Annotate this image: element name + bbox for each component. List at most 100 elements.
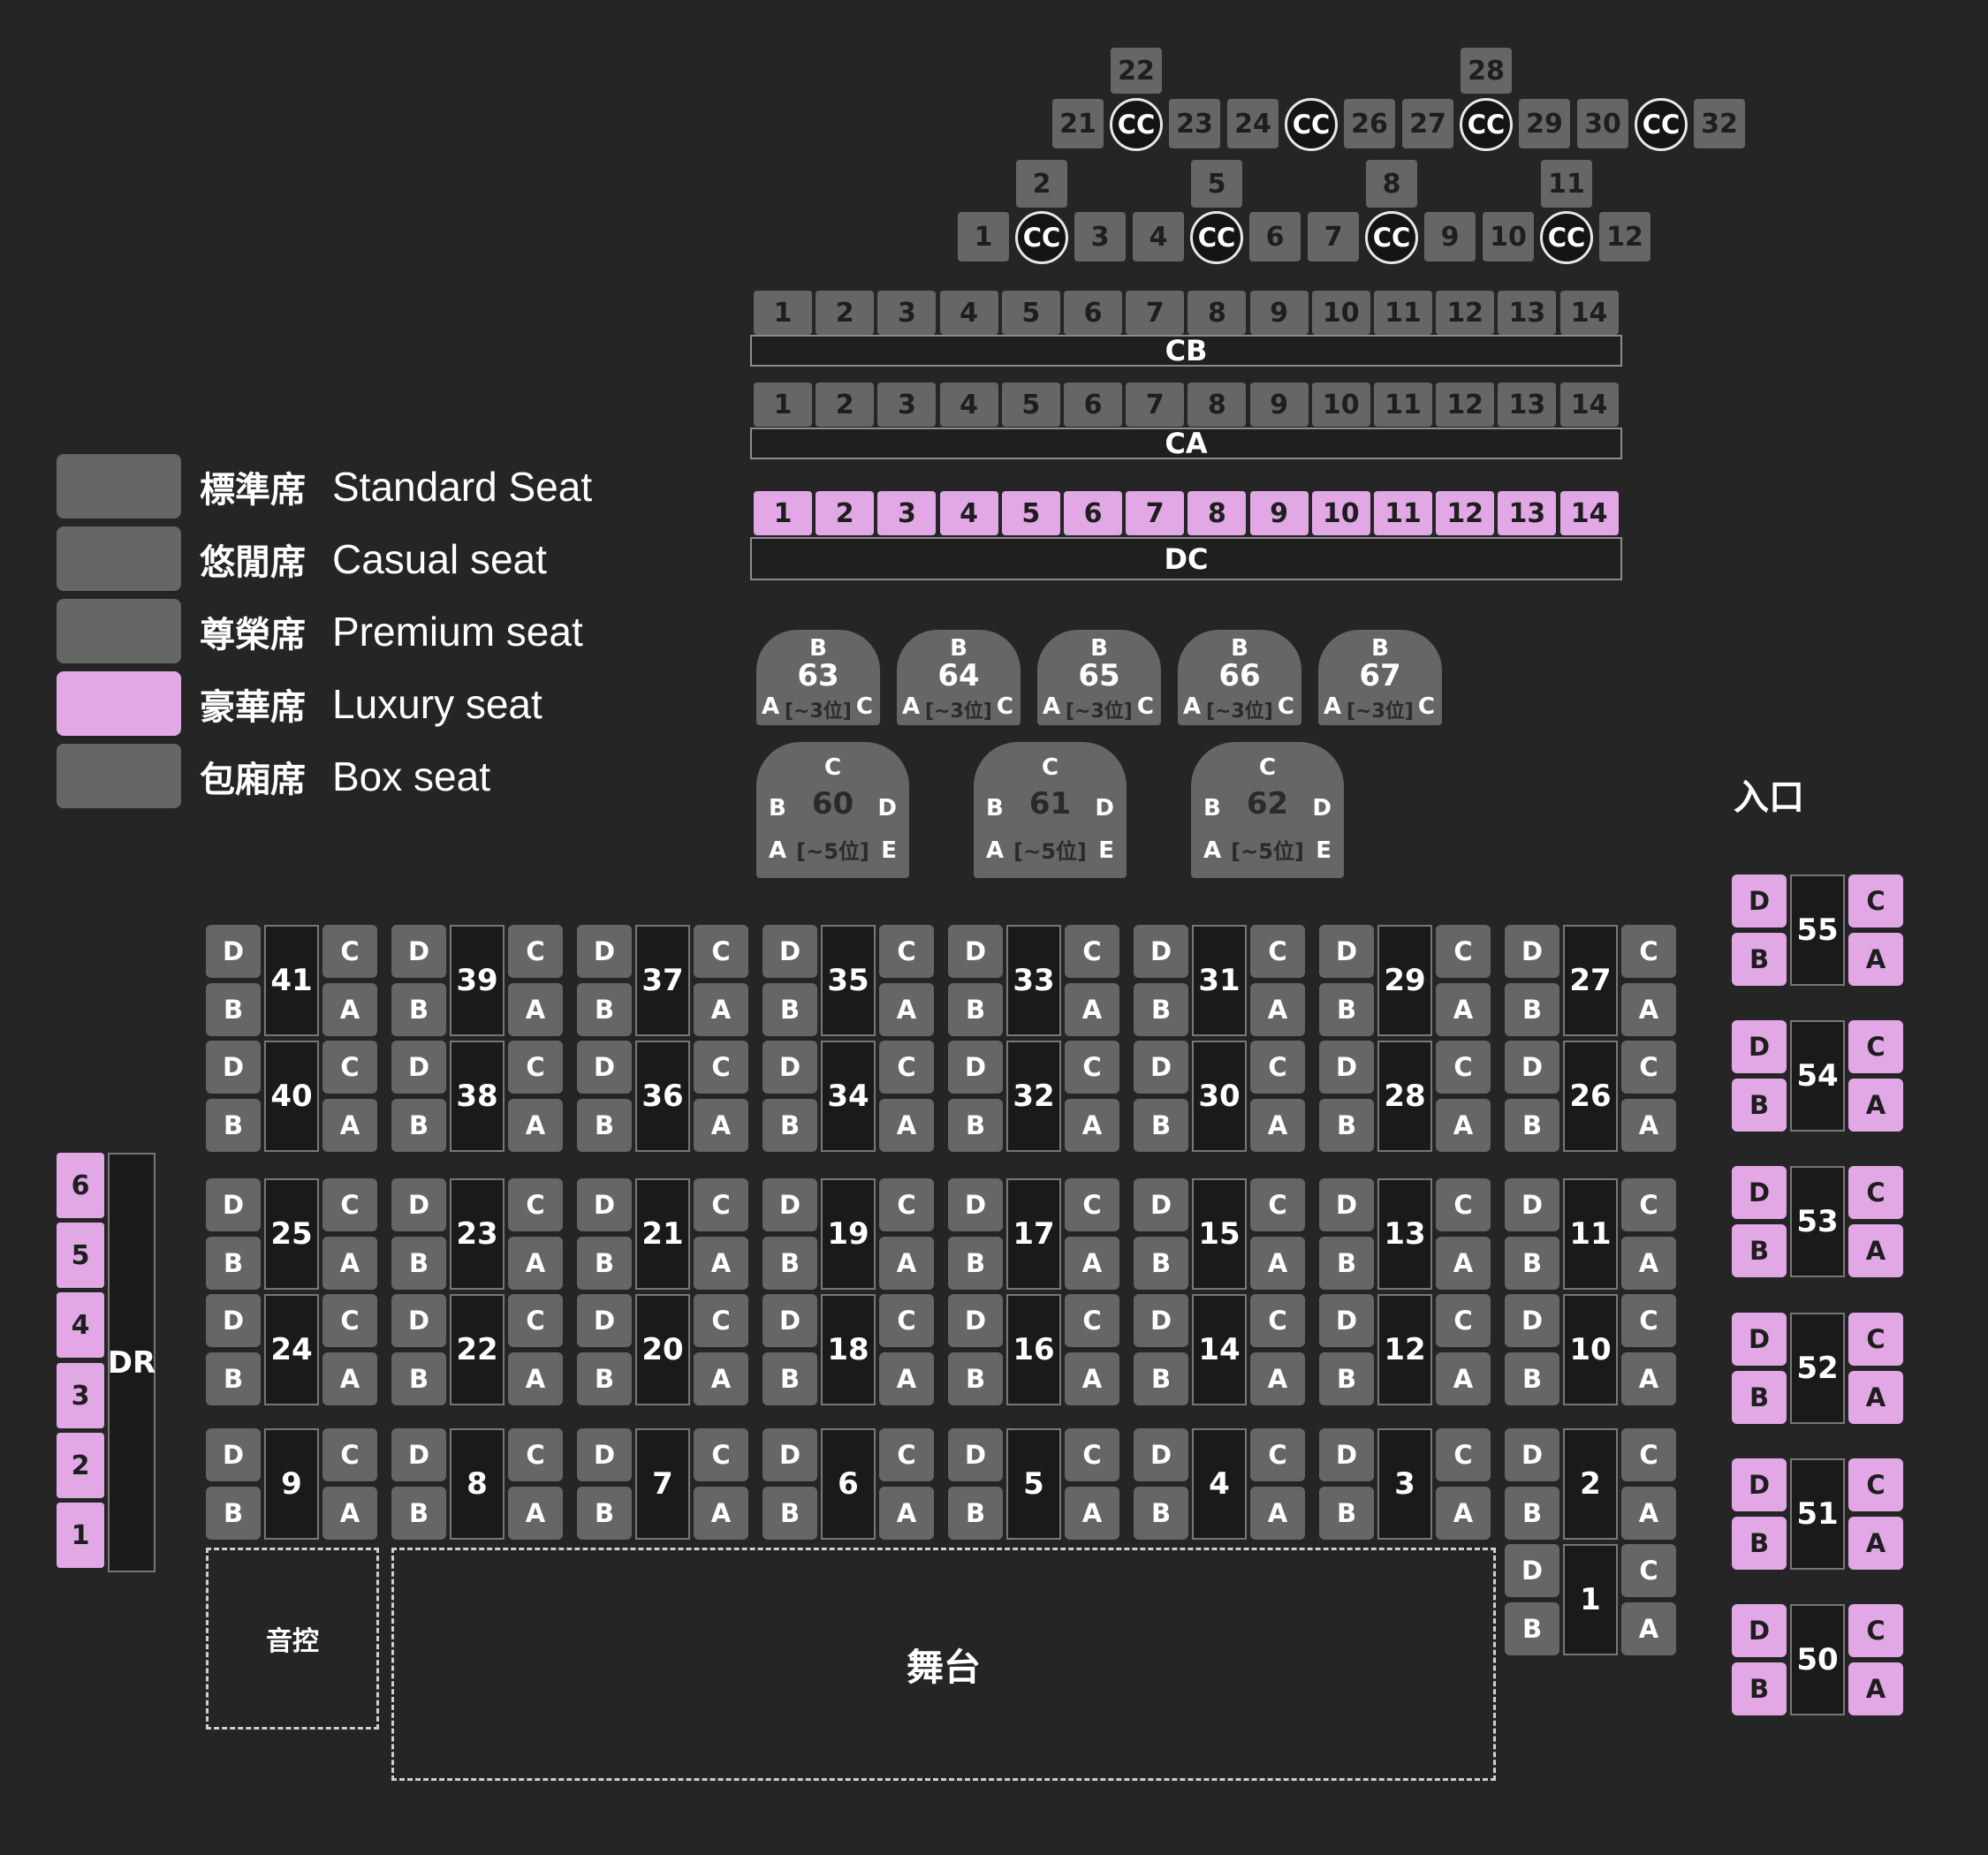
cc-seat-upper[interactable]: CC [1460,98,1513,151]
seat-d[interactable]: D [948,1428,1003,1481]
seat-a[interactable]: A [1621,983,1676,1036]
table[interactable]: 2 [1563,1428,1618,1540]
table[interactable]: 6 [821,1428,876,1540]
counter-seat-ca[interactable]: 3 [877,382,937,427]
table[interactable]: 31 [1192,925,1247,1036]
seat-c[interactable]: C [1848,1458,1903,1511]
seat-d[interactable]: D [577,1041,632,1094]
seat-a[interactable]: A [694,1352,748,1405]
table[interactable]: 18 [821,1294,876,1405]
seat-d[interactable]: D [1134,1294,1188,1347]
seat-b[interactable]: B [1319,1352,1374,1405]
counter-seat-dc[interactable]: 11 [1374,491,1432,535]
balcony-lower-seat[interactable]: 3 [1074,212,1126,261]
seat-c[interactable]: C [879,1294,934,1347]
table[interactable]: 55 [1790,874,1845,986]
seat-b[interactable]: B [577,983,632,1036]
seat-b[interactable]: B [763,1237,817,1290]
counter-seat-cb[interactable]: 10 [1311,291,1370,335]
seat-b[interactable]: B [206,1352,261,1405]
cc-seat-lower[interactable]: CC [1365,211,1418,264]
seat-d[interactable]: D [1732,1020,1787,1073]
seat-d[interactable]: D [577,1178,632,1231]
seat-b[interactable]: B [763,1352,817,1405]
seat-a[interactable]: A [1436,1099,1491,1152]
table[interactable]: 53 [1790,1166,1845,1277]
seat-c[interactable]: C [1436,925,1491,978]
seat-a[interactable]: A [1436,1487,1491,1540]
balcony-upper-seat[interactable]: 32 [1694,99,1745,148]
seat-b[interactable]: B [391,1352,446,1405]
seat-c[interactable]: C [508,1041,563,1094]
counter-seat-dc[interactable]: 7 [1126,491,1185,535]
seat-a[interactable]: A [508,1487,563,1540]
seat-c[interactable]: C [694,925,748,978]
seat-a[interactable]: A [879,1099,934,1152]
seat-a[interactable]: A [1250,1237,1305,1290]
seat-b[interactable]: B [948,1237,1003,1290]
seat-a[interactable]: A [1250,1487,1305,1540]
seat-c[interactable]: C [322,925,377,978]
seat-c[interactable]: C [1621,1428,1676,1481]
counter-seat-ca[interactable]: 2 [816,382,875,427]
table[interactable]: 54 [1790,1020,1845,1132]
seat-a[interactable]: A [1436,1237,1491,1290]
seat-b[interactable]: B [1505,983,1559,1036]
seat-c[interactable]: C [1065,1178,1119,1231]
balcony-lower-top-seat[interactable]: 11 [1541,160,1592,208]
counter-seat-ca[interactable]: 9 [1249,382,1309,427]
seat-b[interactable]: B [1505,1487,1559,1540]
balcony-lower-top-seat[interactable]: 2 [1016,160,1067,208]
seat-d[interactable]: D [1505,1178,1559,1231]
seat-c[interactable]: C [322,1041,377,1094]
seat-d[interactable]: D [1732,1313,1787,1366]
seat-b[interactable]: B [1732,933,1787,986]
seat-a[interactable]: A [1065,1099,1119,1152]
seat-a[interactable]: A [508,1352,563,1405]
seat-d[interactable]: D [1134,1041,1188,1094]
counter-seat-cb[interactable]: 1 [754,291,812,335]
seat-c[interactable]: C [508,1294,563,1347]
table[interactable]: 37 [635,925,690,1036]
seat-c[interactable]: C [1621,1294,1676,1347]
dr-table[interactable]: DR [108,1153,156,1572]
seat-b[interactable]: B [1732,1079,1787,1132]
seat-b[interactable]: B [577,1099,632,1152]
dr-seat[interactable]: 2 [57,1433,104,1498]
seat-d[interactable]: D [577,925,632,978]
table[interactable]: 11 [1563,1178,1618,1290]
seat-b[interactable]: B [206,1237,261,1290]
seat-b[interactable]: B [763,1099,817,1152]
seat-c[interactable]: C [1848,1604,1903,1657]
seat-d[interactable]: D [1134,925,1188,978]
seat-a[interactable]: A [1621,1487,1676,1540]
seat-c[interactable]: C [1065,1041,1119,1094]
seat-c[interactable]: C [1436,1294,1491,1347]
table[interactable]: 27 [1563,925,1618,1036]
seat-a[interactable]: A [322,1099,377,1152]
cc-seat-upper[interactable]: CC [1635,98,1688,151]
table[interactable]: 41 [264,925,319,1036]
counter-seat-dc[interactable]: 10 [1311,491,1370,535]
table[interactable]: 7 [635,1428,690,1540]
seat-b[interactable]: B [1319,983,1374,1036]
seat-d[interactable]: D [391,1428,446,1481]
seat-c[interactable]: C [1250,1294,1305,1347]
balcony-lower-top-seat[interactable]: 8 [1366,160,1417,208]
seat-b[interactable]: B [948,1352,1003,1405]
cc-seat-lower[interactable]: CC [1540,211,1593,264]
counter-seat-dc[interactable]: 5 [1001,491,1060,535]
table[interactable]: 5 [1006,1428,1061,1540]
counter-seat-dc[interactable]: 3 [877,491,937,535]
seat-c[interactable]: C [879,1428,934,1481]
table[interactable]: 28 [1377,1041,1432,1152]
seat-c[interactable]: C [694,1294,748,1347]
seat-b[interactable]: B [206,1099,261,1152]
seat-a[interactable]: A [694,1099,748,1152]
counter-seat-ca[interactable]: 1 [754,382,812,427]
table[interactable]: 23 [450,1178,505,1290]
table[interactable]: 3 [1377,1428,1432,1540]
seat-d[interactable]: D [763,1178,817,1231]
seat-b[interactable]: B [763,983,817,1036]
